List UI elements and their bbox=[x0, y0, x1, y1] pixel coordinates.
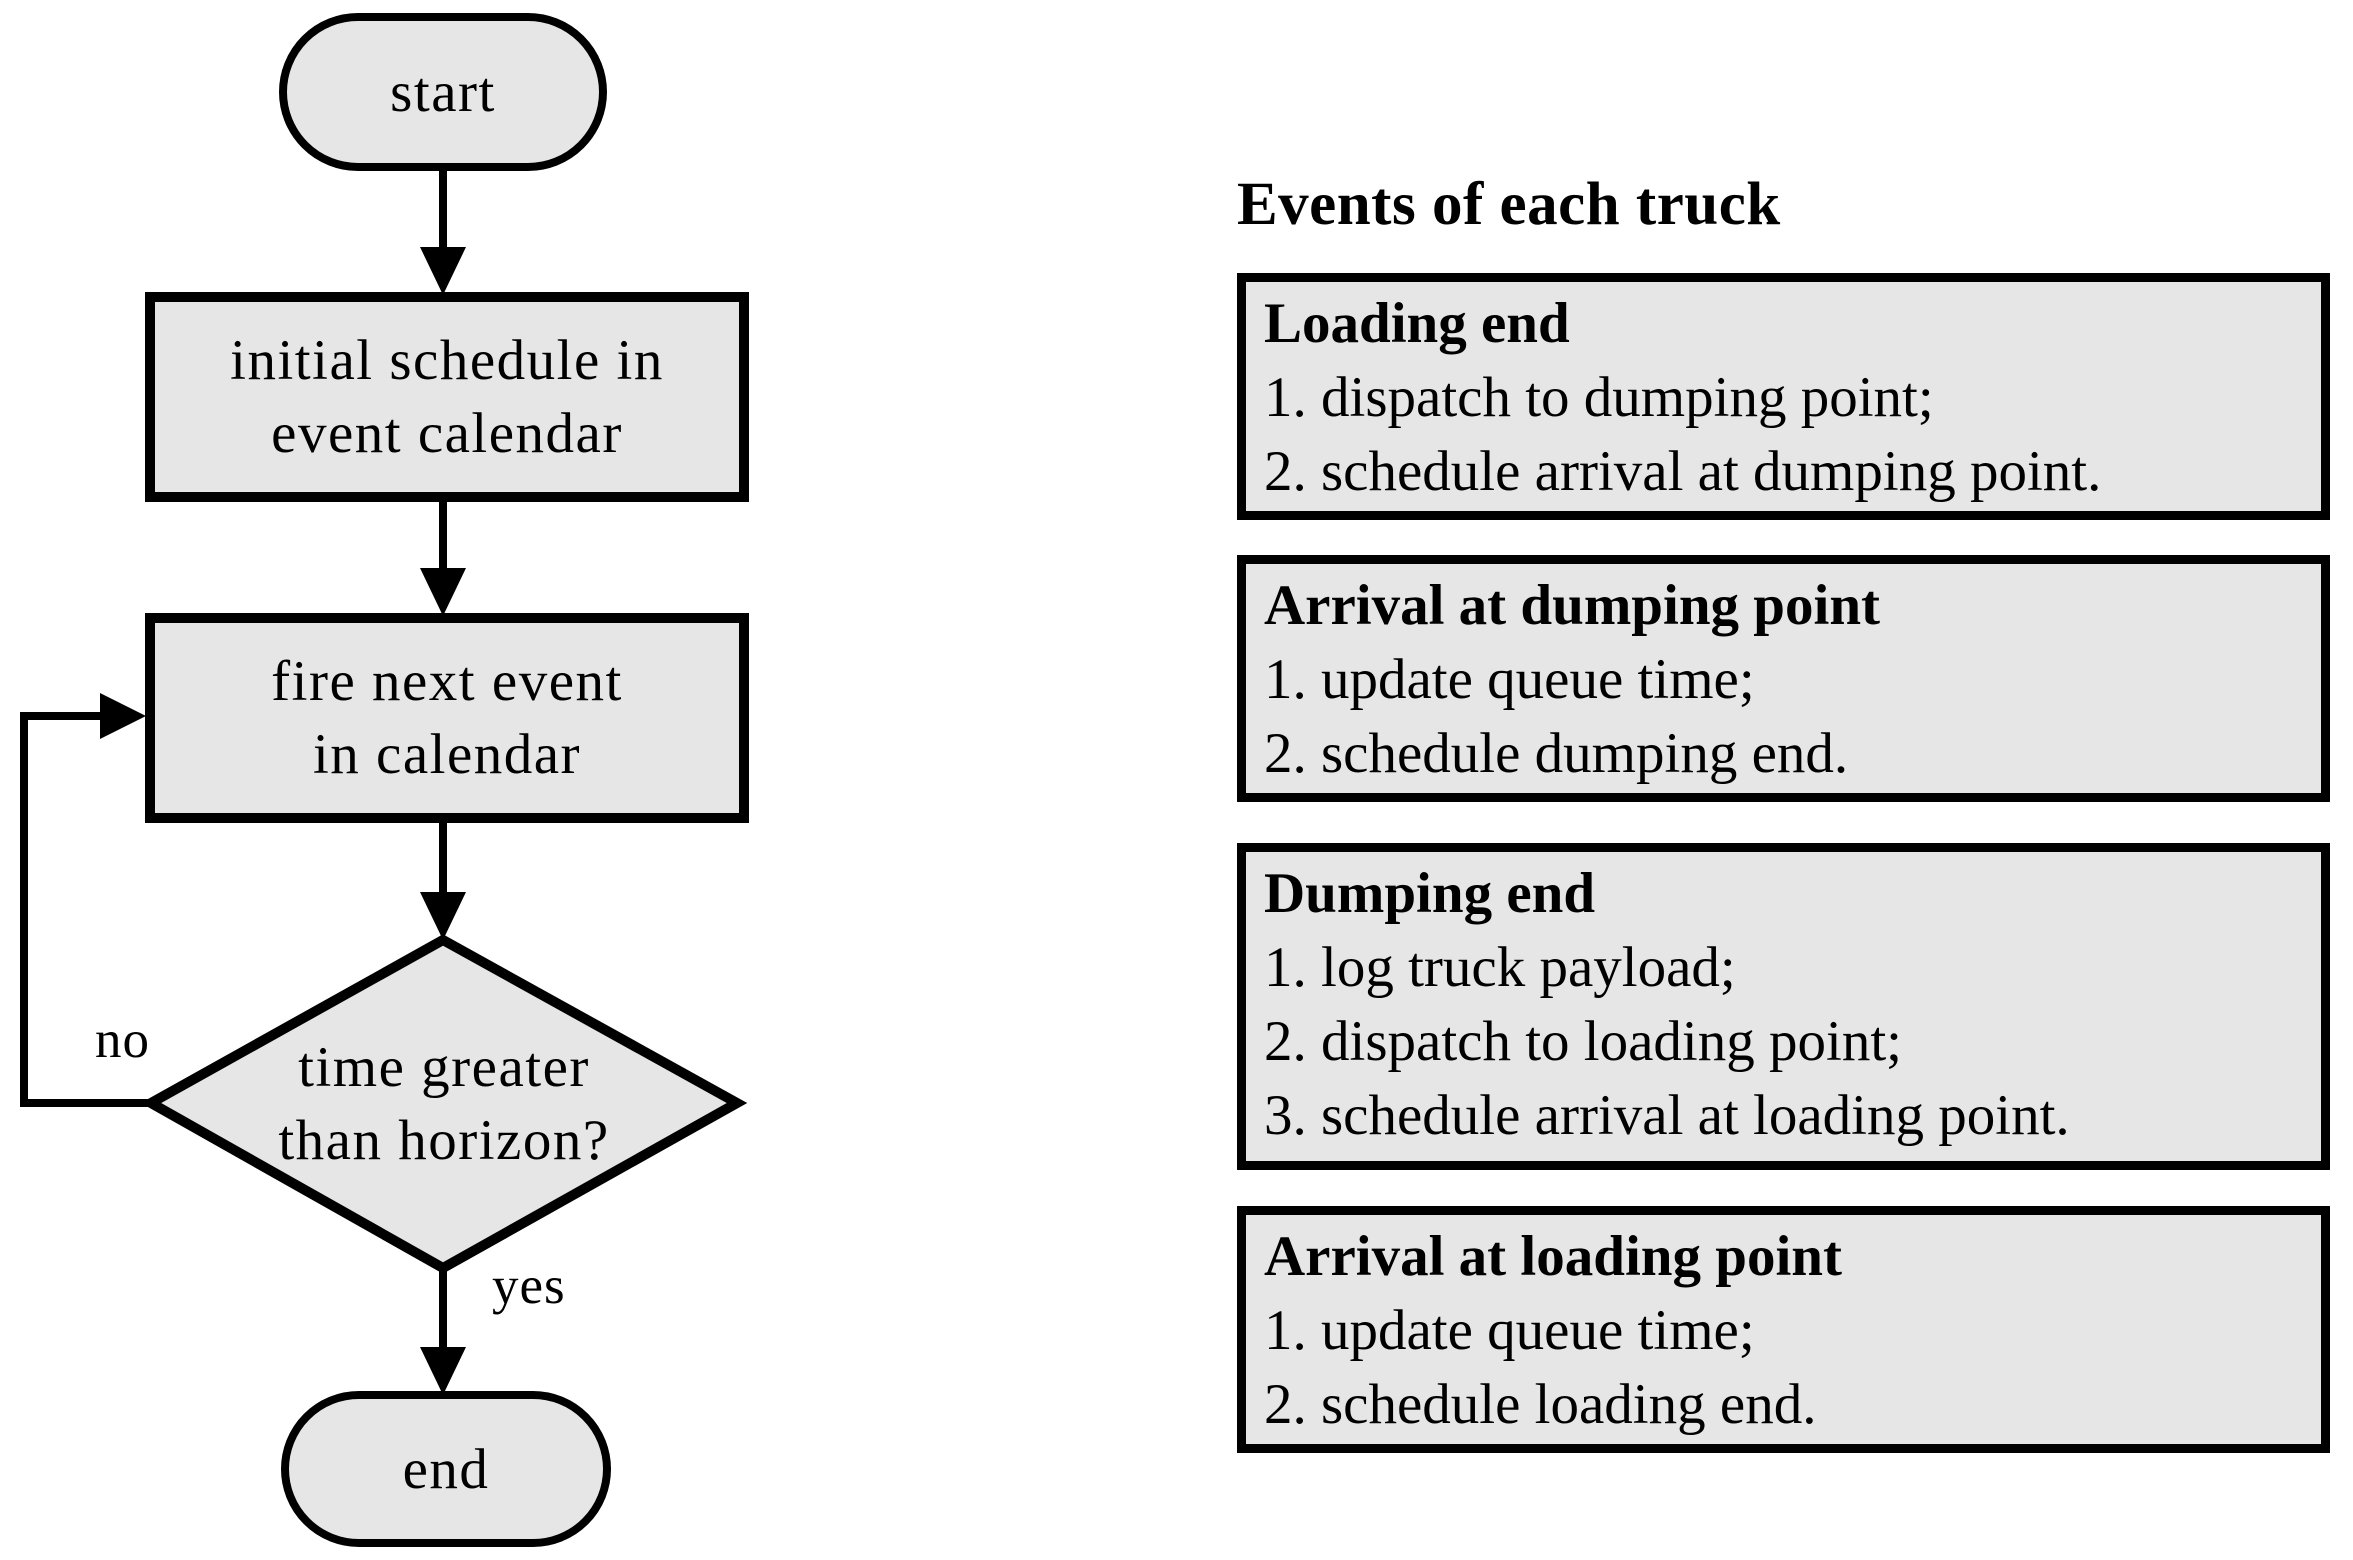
arrowhead-step1-to-step2 bbox=[420, 568, 466, 616]
no-branch-label: no bbox=[95, 1011, 150, 1069]
decision-node-label: time greater than horizon? bbox=[278, 1036, 610, 1172]
step1-node-shape bbox=[145, 292, 749, 502]
event-box-item: 1. log truck payload; bbox=[1264, 936, 1736, 999]
event-box-arrival-loading: Arrival at loading point 1. update queue… bbox=[1237, 1206, 2330, 1453]
event-box-dumping-end: Dumping end 1. log truck payload; 2. dis… bbox=[1237, 843, 2330, 1170]
event-box-item: 1. dispatch to dumping point; bbox=[1264, 366, 1934, 429]
event-box-title: Dumping end bbox=[1264, 862, 1596, 925]
event-box-item: 2. schedule loading end. bbox=[1264, 1373, 1817, 1436]
event-box-item: 1. update queue time; bbox=[1264, 1299, 1755, 1362]
event-box-item: 3. schedule arrival at loading point. bbox=[1264, 1084, 2070, 1147]
event-box-arrival-dumping: Arrival at dumping point 1. update queue… bbox=[1237, 555, 2330, 802]
event-box-title: Arrival at dumping point bbox=[1264, 574, 1881, 637]
event-box-item: 2. dispatch to loading point; bbox=[1264, 1010, 1903, 1073]
arrowhead-start-to-step1 bbox=[420, 247, 466, 295]
yes-branch-label: yes bbox=[492, 1257, 566, 1315]
events-panel-heading: Events of each truck bbox=[1237, 171, 1781, 238]
step2-node-shape bbox=[145, 613, 749, 823]
event-box-title: Arrival at loading point bbox=[1264, 1225, 1842, 1288]
event-box-item: 1. update queue time; bbox=[1264, 648, 1755, 711]
arrowhead-no-loop bbox=[100, 693, 146, 739]
arrowhead-decision-to-end bbox=[420, 1347, 466, 1395]
step1-node-label: initial schedule in event calendar bbox=[230, 329, 664, 465]
event-box-loading-end: Loading end 1. dispatch to dumping point… bbox=[1237, 273, 2330, 520]
start-node-label: start bbox=[390, 60, 496, 124]
end-node-shape bbox=[281, 1391, 611, 1547]
event-box-item: 2. schedule arrival at dumping point. bbox=[1264, 440, 2102, 503]
event-box-title: Loading end bbox=[1264, 292, 1570, 355]
event-box-item: 2. schedule dumping end. bbox=[1264, 722, 1849, 785]
end-node-label: end bbox=[402, 1437, 490, 1501]
arrowhead-step2-to-decision bbox=[420, 892, 466, 940]
step2-node-label: fire next event in calendar bbox=[271, 650, 623, 786]
connector-no-loop bbox=[20, 712, 155, 1107]
